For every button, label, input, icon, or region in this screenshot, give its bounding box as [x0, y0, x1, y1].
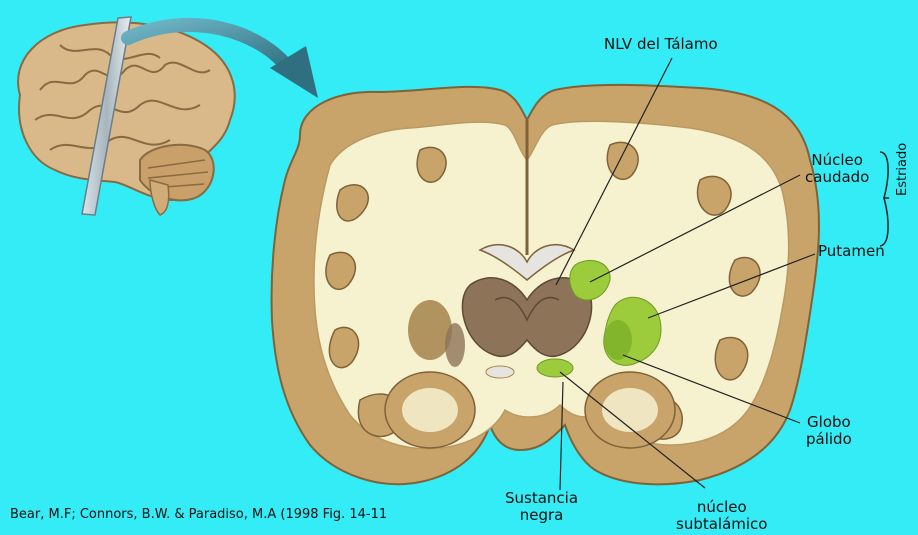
label-nucleo-subtalamico-line2: subtalámico: [676, 516, 767, 533]
label-nucleo-caudado-line1: Núcleo: [805, 152, 869, 169]
lateral-brain-icon: [18, 22, 235, 215]
label-putamen: Putamen: [818, 243, 885, 260]
coronal-section: [272, 85, 819, 484]
label-sustancia-negra: Sustancia negra: [505, 490, 578, 524]
label-nlv-talamo: NLV del Tálamo: [604, 36, 718, 53]
label-estriado: Estriado: [895, 143, 910, 196]
label-globo-palido-line1: Globo: [806, 414, 852, 431]
label-sustancia-negra-line1: Sustancia: [505, 490, 578, 507]
label-nucleo-caudado: Núcleo caudado: [805, 152, 869, 186]
estriado-brace: [880, 152, 889, 246]
label-nucleo-subtalamico-line1: núcleo: [676, 499, 767, 516]
label-sustancia-negra-line2: negra: [505, 507, 578, 524]
label-globo-palido-line2: pálido: [806, 431, 852, 448]
label-globo-palido: Globo pálido: [806, 414, 852, 448]
label-nucleo-caudado-line2: caudado: [805, 169, 869, 186]
label-nucleo-subtalamico: núcleo subtalámico: [676, 499, 767, 533]
citation-text: Bear, M.F; Connors, B.W. & Paradiso, M.A…: [10, 507, 387, 522]
